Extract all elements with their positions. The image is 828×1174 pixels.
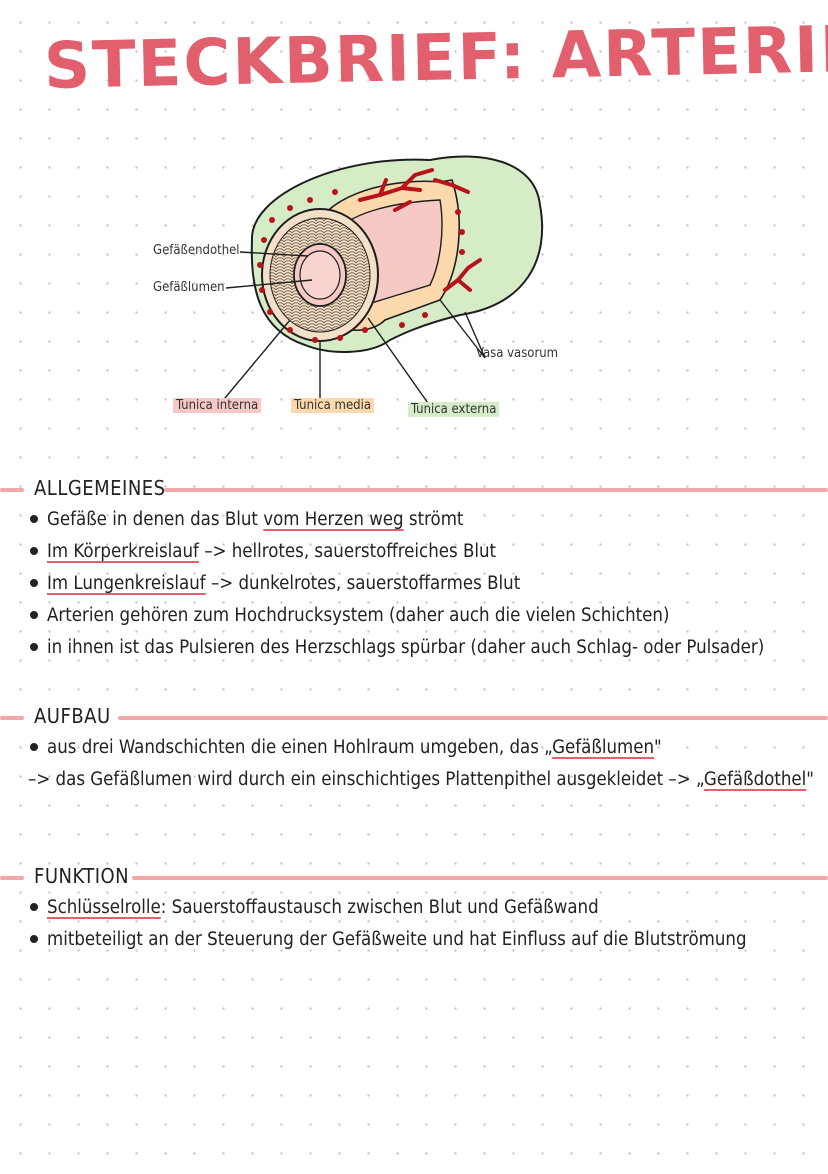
bullet-list: Schlüsselrolle: Sauerstoffaustausch zwis… (0, 892, 828, 956)
list-item: Gefäße in denen das Blut vom Herzen weg … (0, 504, 828, 536)
section-header: FUNKTION (0, 862, 828, 892)
item-highlight: Gefäßdothel (703, 769, 807, 790)
item-highlight: Im Körperkreislauf (47, 541, 199, 562)
list-item: aus drei Wandschichten die einen Hohlrau… (0, 732, 828, 764)
artery-diagram: Gefäßendothel Gefäßlumen Vasa vasorum Tu… (140, 140, 580, 430)
artery-illustration (219, 155, 544, 407)
bullet-icon (30, 515, 38, 523)
label-vasa-vasorum: Vasa vasorum (476, 346, 559, 361)
rule-stub (0, 488, 24, 492)
item-text: mitbeteiligt an der Steuerung der Gefäßw… (47, 929, 747, 950)
section-aufbau: AUFBAU aus drei Wandschichten die einen … (0, 702, 828, 796)
item-text: : Sauerstoffaustausch zwischen Blut und … (160, 897, 599, 918)
bullet-icon (30, 743, 38, 751)
item-highlight: vom Herzen weg (263, 509, 404, 530)
section-allgemeines: ALLGEMEINES Gefäße in denen das Blut vom… (0, 474, 828, 664)
list-item: –> das Gefäßlumen wird durch ein einschi… (0, 764, 828, 796)
list-item: Schlüsselrolle: Sauerstoffaustausch zwis… (0, 892, 828, 924)
red-blood-cells (257, 189, 465, 343)
item-text: aus drei Wandschichten die einen Hohlrau… (47, 737, 553, 758)
item-text: in ihnen ist das Pulsieren des Herzschla… (47, 637, 765, 658)
rule-line (132, 876, 828, 880)
section-heading: FUNKTION (34, 864, 130, 888)
item-highlight: Schlüsselrolle (47, 897, 161, 918)
item-text: –> das Gefäßlumen wird durch ein einschi… (28, 769, 704, 790)
rule-stub (0, 716, 24, 720)
list-item: Im Körperkreislauf –> hellrotes, sauerst… (0, 536, 828, 568)
list-item: Im Lungenkreislauf –> dunkelrotes, sauer… (0, 568, 828, 600)
item-text: –> dunkelrotes, sauerstoffarmes Blut (205, 573, 521, 594)
item-text: Arterien gehören zum Hochdrucksystem (da… (47, 605, 670, 626)
list-item: Arterien gehören zum Hochdrucksystem (da… (0, 600, 828, 632)
label-tunica-interna: Tunica interna (173, 398, 262, 413)
rule-line (118, 716, 828, 720)
page-title: STECKBRIEF: ARTERIE (43, 12, 828, 104)
section-heading: AUFBAU (34, 704, 111, 728)
bullet-icon (30, 611, 38, 619)
item-highlight: Im Lungenkreislauf (47, 573, 206, 594)
section-header: AUFBAU (0, 702, 828, 732)
bullet-list: aus drei Wandschichten die einen Hohlrau… (0, 732, 828, 796)
bullet-list: Gefäße in denen das Blut vom Herzen weg … (0, 504, 828, 664)
item-text: " (806, 769, 814, 790)
section-header: ALLGEMEINES (0, 474, 828, 504)
cross-section-lumen (299, 250, 341, 300)
item-highlight: Gefäßlumen (552, 737, 655, 758)
label-gefaesslumen: Gefäßlumen (153, 280, 225, 295)
leader-lines (219, 251, 486, 407)
rule-stub (0, 876, 24, 880)
item-text: " (654, 737, 662, 758)
rule-line (164, 488, 828, 492)
item-text: –> hellrotes, sauerstoffreiches Blut (198, 541, 497, 562)
label-tunica-externa: Tunica externa (408, 402, 500, 417)
bullet-icon (30, 643, 38, 651)
item-text: Gefäße in denen das Blut (47, 509, 264, 530)
bullet-icon (30, 903, 38, 911)
item-text: strömt (403, 509, 464, 530)
bullet-icon (30, 579, 38, 587)
section-funktion: FUNKTION Schlüsselrolle: Sauerstoffausta… (0, 862, 828, 956)
vasa-vasorum-vessels (358, 168, 482, 292)
label-gefaessendothel: Gefäßendothel (153, 243, 240, 258)
label-tunica-media: Tunica media (291, 398, 374, 413)
bullet-icon (30, 547, 38, 555)
list-item: mitbeteiligt an der Steuerung der Gefäßw… (0, 924, 828, 956)
section-heading: ALLGEMEINES (34, 476, 166, 500)
list-item: in ihnen ist das Pulsieren des Herzschla… (0, 632, 828, 664)
bullet-icon (30, 935, 38, 943)
